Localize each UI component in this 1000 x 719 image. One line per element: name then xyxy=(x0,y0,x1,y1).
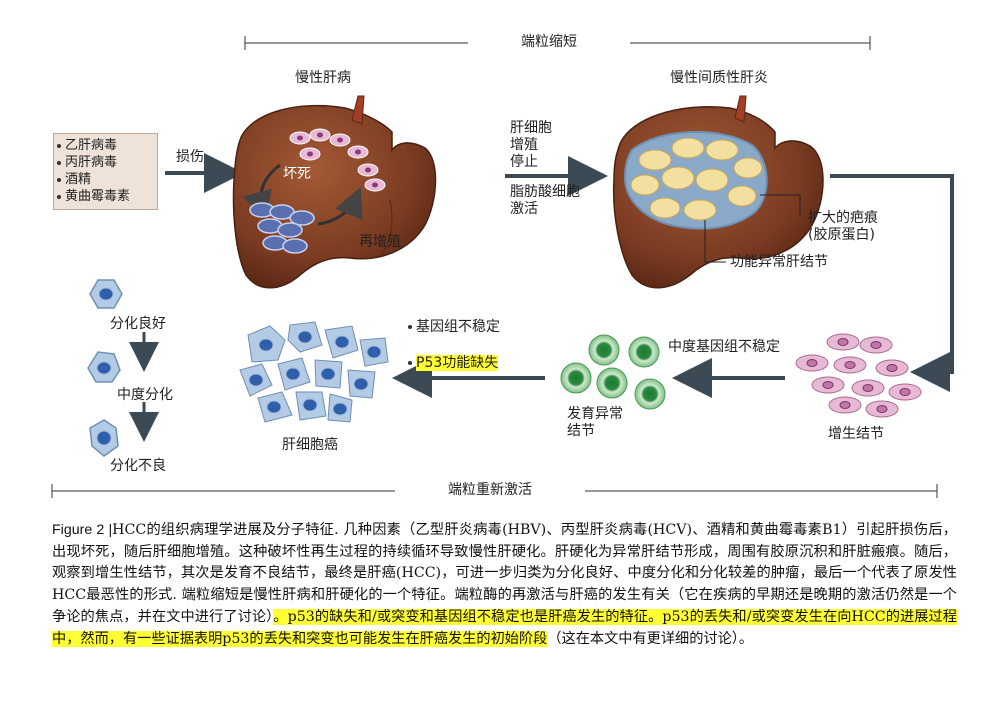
liver1-title: 慢性肝病 xyxy=(295,70,351,86)
liver-cirrhosis xyxy=(612,95,824,289)
dysplastic-line-1: 发育异常 xyxy=(567,406,623,422)
hcc-cells xyxy=(239,321,389,423)
cause-item: 黄曲霉毒素 xyxy=(57,188,153,205)
cause-item: 乙肝病毒 xyxy=(57,137,153,154)
dysplastic-label: 发育异常 结节 xyxy=(567,406,623,440)
cause-item: 丙肝病毒 xyxy=(57,154,153,171)
p53-loss-item: P53功能缺失 xyxy=(408,354,499,372)
hyperplastic-nodules xyxy=(795,333,922,418)
genomic-instability-text: 基因组不稳定 xyxy=(416,319,500,335)
scar-label: 扩大的疤痕 (胶原蛋白) xyxy=(808,210,878,244)
scar-line-2: (胶原蛋白) xyxy=(808,227,875,243)
nodules-label: 功能异常肝结节 xyxy=(730,254,828,270)
diff-moderate-label: 中度分化 xyxy=(117,387,173,403)
necrosis-label: 坏死 xyxy=(283,166,311,182)
figure-caption: Figure 2 |HCC的组织病理学进展及分子特征. 几种因素（乙型肝炎病毒(… xyxy=(52,520,957,650)
regeneration-label: 再增殖 xyxy=(359,234,401,250)
caption-text: HCC的组织病理学进展及分子特征. 几种因素（乙型肝炎病毒(HBV)、丙型肝炎病… xyxy=(52,522,957,625)
regenerating-cells xyxy=(249,202,315,254)
timeline-top xyxy=(244,36,871,50)
transition-line: 脂肪酸细胞 xyxy=(510,184,580,200)
transition-line: 增殖 xyxy=(510,137,538,153)
liver2-title: 慢性间质性肝炎 xyxy=(670,70,768,86)
dysplastic-nodules xyxy=(560,334,666,410)
transition-text-1: 肝细胞 增殖 停止 xyxy=(510,120,552,171)
differentiation-icons xyxy=(87,279,159,457)
timeline-bottom-label: 端粒重新激活 xyxy=(448,482,532,498)
timeline-top-label: 端粒缩短 xyxy=(521,34,577,50)
injury-label: 损伤 xyxy=(176,149,204,165)
dysplastic-line-2: 结节 xyxy=(567,423,595,439)
causes-box: 乙肝病毒 丙肝病毒 酒精 黄曲霉毒素 xyxy=(53,133,158,210)
timeline-bottom xyxy=(51,484,938,498)
bullet-dot xyxy=(408,325,412,329)
liver-chronic-disease xyxy=(232,95,437,289)
hyperplastic-label: 增生结节 xyxy=(828,426,884,442)
transition-line: 停止 xyxy=(510,154,538,170)
scar-line-1: 扩大的疤痕 xyxy=(808,210,878,226)
transition-line: 激活 xyxy=(510,201,538,217)
genomic-instability-item: 基因组不稳定 xyxy=(408,318,500,336)
progression-arrow-2 xyxy=(830,174,954,392)
cirrhotic-nodules xyxy=(623,131,768,230)
transition-text-2: 脂肪酸细胞 激活 xyxy=(510,184,580,218)
bullet-dot xyxy=(408,361,412,365)
caption-end: （这在本文中有更详细的讨论）。 xyxy=(547,630,754,647)
p53-loss-text: P53功能缺失 xyxy=(416,355,499,371)
cause-item: 酒精 xyxy=(57,171,153,188)
figure-label: Figure 2 | xyxy=(52,522,113,538)
transition-line: 肝细胞 xyxy=(510,120,552,136)
moderate-instability-label: 中度基因组不稳定 xyxy=(668,339,780,355)
diff-poor-label: 分化不良 xyxy=(110,458,166,474)
hcc-label: 肝细胞癌 xyxy=(282,437,338,453)
diff-good-label: 分化良好 xyxy=(110,316,166,332)
necrotic-cells xyxy=(289,128,386,192)
